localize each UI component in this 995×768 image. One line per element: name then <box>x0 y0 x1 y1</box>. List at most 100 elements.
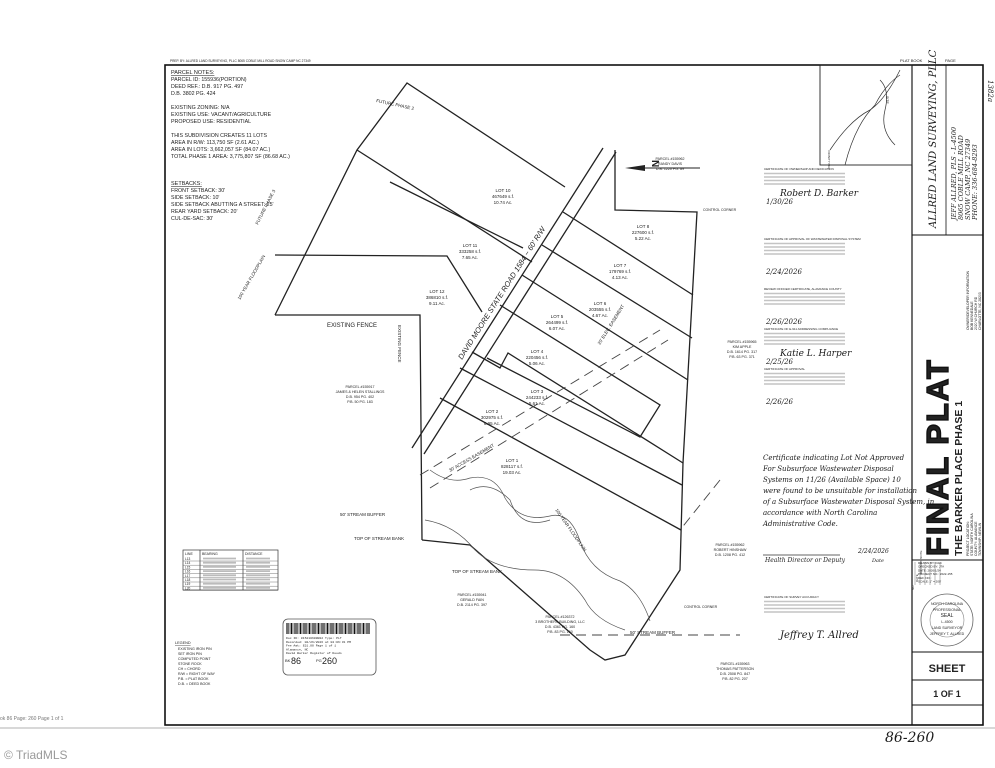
setback-line: REAR YARD SETBACK: 20' <box>171 209 237 215</box>
parcel-notes: PARCEL NOTES: PARCEL ID: 155936(PORTION)… <box>171 70 290 222</box>
top-of-bank-label-2: TOP OF STREAM BANK <box>452 569 502 574</box>
floodplain-label-2: 100 YEAR FLOODPLAIN <box>554 508 587 552</box>
stamp-line: Fee Amt: $21.00 Page 1 of 1 <box>286 644 336 648</box>
adjoining-parcel-label: D.B. 2508 PG. 847 <box>720 672 750 676</box>
sheet-border <box>164 64 984 726</box>
stamp-line: Recorded: 02/26/2026 at 02:06:31 PM <box>286 640 351 644</box>
line-table-cell: L14 <box>185 561 191 565</box>
legend-item: STONE ROCK <box>178 662 202 666</box>
north-label: N <box>649 160 660 167</box>
adjoining-parcel-label: P.B. 50 PG. 183 <box>347 400 373 404</box>
stamp-line: Alamance, NC <box>286 647 308 651</box>
legend-item: SET IRON PIN <box>178 652 202 656</box>
adjoining-parcel-label: PARCEL #155965 <box>728 340 757 344</box>
seal-text: LAND SURVEYOR <box>932 626 963 630</box>
lot-area-sf: 828117 s.f. <box>501 464 523 469</box>
lot-area-sf: 227600 s.f. <box>632 230 654 235</box>
handwritten-line: were found to be unsuitable for installa… <box>763 487 918 495</box>
notes-line: DEED REF.: D.B. 917 PG. 497 <box>171 84 243 90</box>
handwritten-line: of a Subsurface Wastewater Disposal Syst… <box>763 498 935 506</box>
adjoining-parcel-label: D.B. 2114 PG. 397 <box>457 603 487 607</box>
legend-item: EXISTING IRON PIN <box>178 647 212 651</box>
adjoining-parcel-label: D.B. 4361 PG. 160 <box>545 625 575 629</box>
seal-text: L-4500 <box>941 620 952 624</box>
lot-label: LOT 2 <box>486 409 499 414</box>
notes-title: PARCEL NOTES: <box>171 70 215 76</box>
lot-area-acres: 4.13 Ac. <box>612 275 628 280</box>
certificate-title: CERTIFICATE OF SURVEY ACCURACY <box>764 595 819 599</box>
certificate-date: 2/24/2026 <box>765 268 802 276</box>
legend-item: D.B. = DEED BOOK <box>178 682 211 686</box>
project-location: PROJECT LOCATION: <box>966 521 970 556</box>
stamp-book-prefix: BK <box>285 658 291 663</box>
firm-detail: JEFF ALLRED, PLS - L-4500 <box>950 127 958 222</box>
seal-text: NORTH CAROLINA <box>931 602 964 606</box>
setback-line: CUL-DE-SAC: 30' <box>171 216 213 222</box>
drawn-info: DRAWN BY: DAC <box>918 561 943 565</box>
lot-area-sf: 264499 s.f. <box>546 320 568 325</box>
firm-name: ALLRED LAND SURVEYING, PLLC <box>928 49 939 229</box>
certificate-title: CERTIFICATE OF APPROVAL <box>764 367 805 371</box>
book-page-handwritten: 86-260 <box>885 730 934 746</box>
handwritten-line: Certificate indicating Lot Not Approved <box>763 454 905 462</box>
lot-label: LOT 11 <box>463 243 478 248</box>
lot-area-sf: 386810 s.f. <box>426 295 448 300</box>
prepared-by: PREP. BY: ALLRED LAND SURVEYING, PLLC 80… <box>170 59 311 63</box>
stream-buffer-label: 50' STREAM BUFFER <box>340 512 386 517</box>
lot-area-acres: 5.06 Ac. <box>529 361 545 366</box>
firm-detail: SNOW CAMP, NC 27349 <box>964 139 972 220</box>
adjoining-parcel-label: D.B. 1220 PG. 89 <box>656 167 684 171</box>
adjoining-parcel-label: PARCEL #155962 <box>656 157 685 161</box>
notes-line: PARCEL ID: 155936(PORTION) <box>171 77 247 83</box>
lot-area-sf: 220456 s.f. <box>526 355 548 360</box>
legend-item: R/W = RIGHT OF WAY <box>178 672 216 676</box>
recording-stamp: Doc ID: 015210600002 Type: PLTRecorded: … <box>282 618 377 676</box>
project-location: STATE: NORTH CAROLINA <box>970 513 974 556</box>
notes-line: AREA IN LOTS: 3,662,057 SF (84.07 AC.) <box>171 147 270 153</box>
margin-note: 1382a <box>986 80 994 102</box>
legend-title: LEGEND <box>175 641 191 645</box>
lot-area-acres: 6.95 Ac. <box>484 421 500 426</box>
line-table-header-line: LINE <box>185 552 193 556</box>
drawn-info: CHECKED BY: JTA <box>918 565 944 569</box>
barcode <box>286 623 370 634</box>
adjoining-parcel-label: PARCEL #155963 <box>721 662 750 666</box>
floodplain-label: 100 YEAR FLOODPLAIN <box>237 254 267 300</box>
certificate-title: CERTIFICATE OF E-911 ADDRESSING COMPLIAN… <box>764 327 838 331</box>
drawn-info: DATE: 2026/1/24 <box>918 568 941 572</box>
lot-label: LOT 4 <box>531 349 544 354</box>
lot-area-acres: 7.65 Ac. <box>462 255 478 260</box>
lot-label: LOT 1 <box>506 458 519 463</box>
control-corner-label: CONTROL CORNER <box>684 605 718 609</box>
lot-area-acres: 9.11 Ac. <box>429 301 445 306</box>
stamp-page-number: 260 <box>322 656 337 666</box>
owner-info: OWNER/DEVELOPER INFORMATION <box>966 270 970 330</box>
firm-detail: 8065 COBLE MILL ROAD <box>957 134 965 220</box>
lot-lines <box>274 82 740 661</box>
seal-text: SEAL <box>941 613 954 619</box>
certificate-title: REVIEW OFFICER CERTIFICATE, ALAMANCE COU… <box>764 287 842 291</box>
project-location: COUNTY: ALAMANCE <box>974 521 978 556</box>
site-label: SITE <box>885 96 889 104</box>
line-table: LINE BEARING DISTANCE L13L14L15L16L17L18… <box>182 549 279 591</box>
setbacks-title: SETBACKS: <box>171 181 202 187</box>
adjoining-parcel-label: PARCEL #155962 <box>716 543 745 547</box>
legend-item: P.B. = PLAT BOOK <box>178 677 209 681</box>
access-easement-label: 30' ACCESS EASEMENT <box>448 443 495 473</box>
adjoining-parcel-label: KIM APPLE <box>733 345 752 349</box>
stream-buffer-label-2: 50' STREAM BUFFER <box>630 630 676 635</box>
handwritten-signer: Health Director or Deputy <box>764 557 846 564</box>
lot-area-acres: 19.03 Ac. <box>503 470 522 475</box>
lot-area-acres: 5.22 Ac. <box>635 236 651 241</box>
stamp-line: David Barker Register of Deeds <box>286 651 342 655</box>
title-block: ALLRED LAND SURVEYING, PLLC JEFF ALLRED,… <box>911 49 983 706</box>
handwritten-line: Administrative Code. <box>762 520 838 528</box>
certificate-date: 2/26/26 <box>765 398 794 406</box>
legend-item: CH = CHORD <box>178 667 201 671</box>
lot-label: LOT 7 <box>614 263 627 268</box>
future-phase-2-label: FUTURE PHASE 2 <box>376 98 415 111</box>
owner-info: 2020 W CHURCH RD <box>974 296 978 330</box>
line-table-header-bearing: BEARING <box>202 552 218 556</box>
handwritten-date: 2/24/2026 <box>857 548 889 555</box>
